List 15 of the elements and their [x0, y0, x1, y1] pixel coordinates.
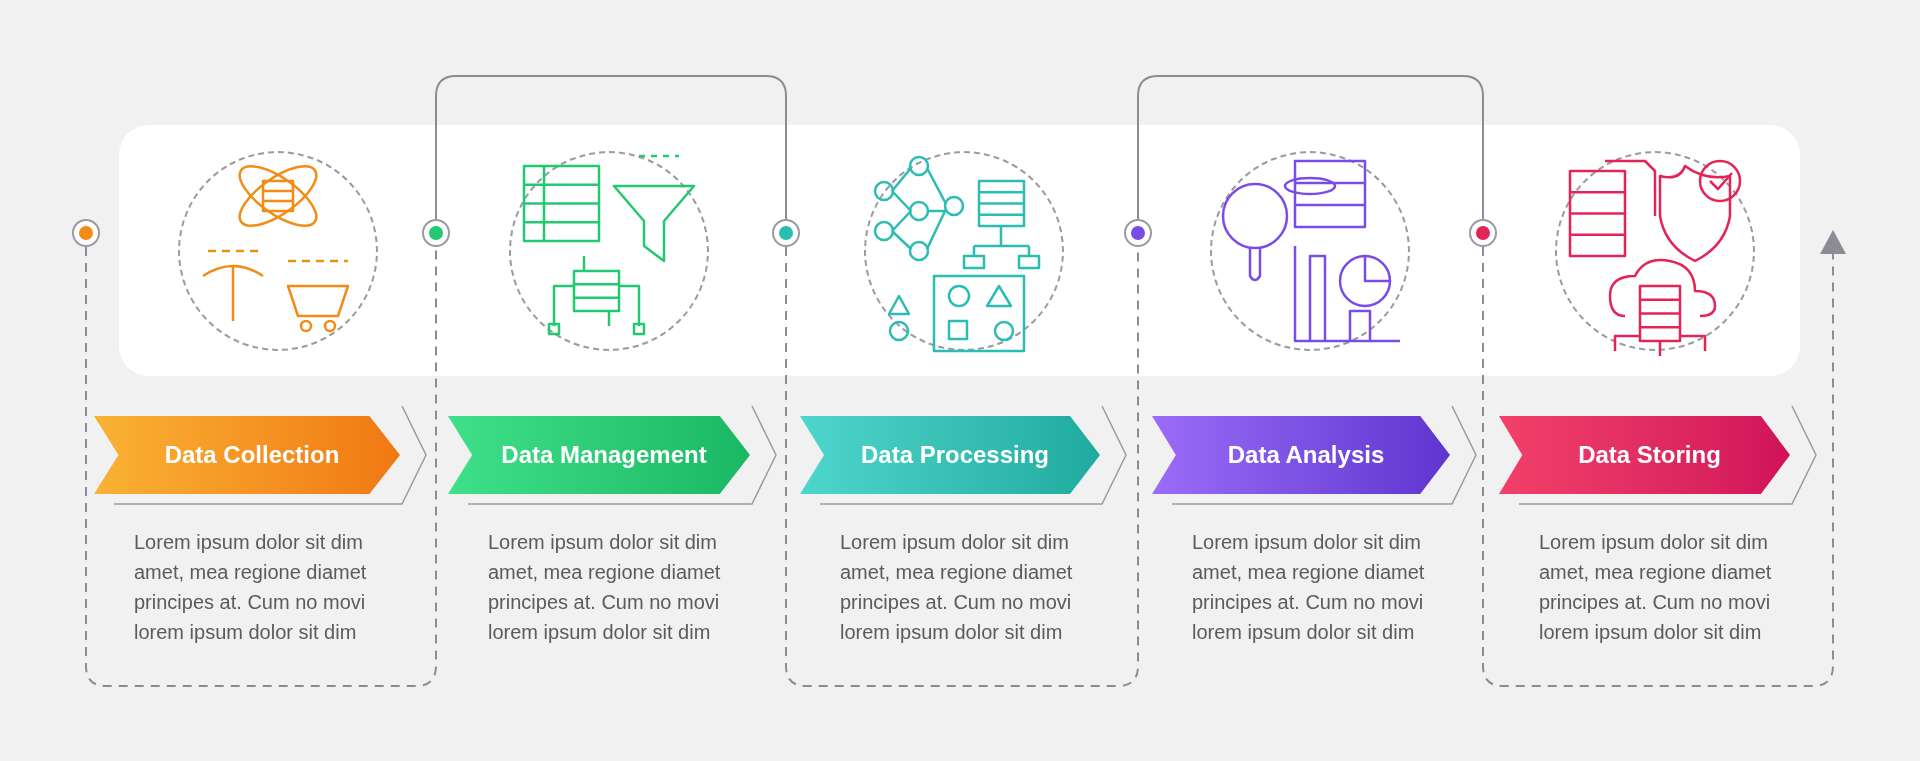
connector-line: [785, 246, 1139, 687]
step-title: Data Management: [500, 440, 707, 470]
connector-line: [1482, 230, 1846, 687]
connector-line: [85, 246, 437, 687]
step-title: Data Storing: [1577, 440, 1721, 470]
step-description: Lorem ipsum dolor sit dim amet, mea regione diamet principes at. Cum no movi lorem ipsum dolor sit dim: [1192, 530, 1426, 645]
step-title: Data Analysis: [1226, 440, 1385, 470]
step-description: Lorem ipsum dolor sit dim amet, mea regione diamet principes at. Cum no movi lorem ipsum dolor sit dim: [488, 530, 722, 645]
step-title: Data Processing: [859, 440, 1050, 470]
connector-line: [435, 75, 787, 220]
step-description: Lorem ipsum dolor sit dim amet, mea regione diamet principes at. Cum no movi lorem ipsum dolor sit dim: [840, 530, 1074, 645]
step-description: Lorem ipsum dolor sit dim amet, mea regione diamet principes at. Cum no movi lorem ipsum dolor sit dim: [1539, 530, 1773, 645]
connector-line: [1137, 75, 1484, 220]
step-title: Data Collection: [163, 440, 340, 470]
step-description: Lorem ipsum dolor sit dim amet, mea regione diamet principes at. Cum no movi lorem ipsum dolor sit dim: [134, 530, 368, 645]
